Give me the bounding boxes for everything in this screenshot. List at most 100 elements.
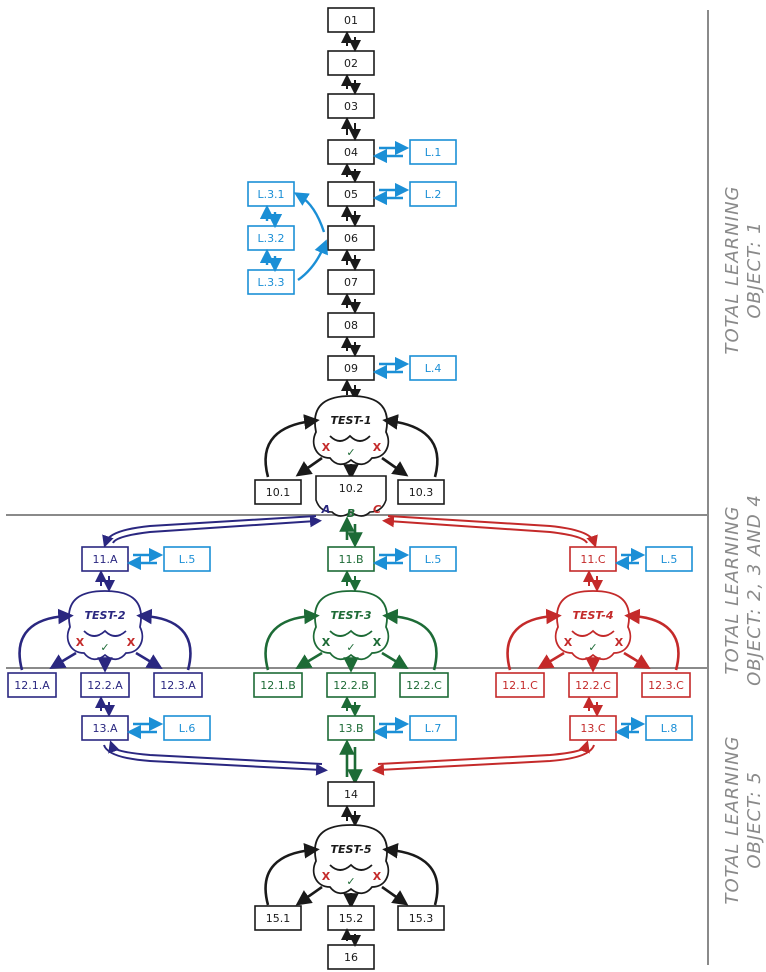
branch-b-label: B	[347, 507, 355, 520]
test-2-wrong-left: X	[76, 636, 85, 649]
test-2-label: TEST-2	[84, 609, 125, 622]
node-l5-a[interactable]	[163, 546, 211, 572]
node-12-1-b-label: 12.1.B	[260, 679, 296, 692]
section-label-3: TOTAL LEARNING OBJECT: 5	[722, 736, 765, 905]
node-16-label: 16	[344, 951, 358, 964]
svg-text:TOTAL LEARNING: TOTAL LEARNING	[722, 736, 743, 905]
node-l5-b[interactable]	[409, 546, 457, 572]
node-10-1-label: 10.1	[266, 486, 291, 499]
node-12-2-c-label: 12.2.C	[575, 679, 611, 692]
svg-text:OBJECT: 5: OBJECT: 5	[744, 771, 765, 868]
node-l7[interactable]	[409, 715, 457, 741]
node-l4[interactable]	[409, 355, 457, 381]
test-3-right: ✓	[346, 641, 355, 654]
svg-text:OBJECT: 1: OBJECT: 1	[744, 221, 765, 318]
node-l8-label: L.8	[661, 722, 678, 735]
merge-c-connector	[372, 740, 595, 776]
node-l8[interactable]	[645, 715, 693, 741]
section-label-1: TOTAL LEARNING OBJECT: 1	[722, 186, 765, 355]
branch-c-label: C	[373, 503, 381, 516]
node-l6[interactable]	[163, 715, 211, 741]
test-2-wrong-right: X	[127, 636, 136, 649]
branch-a-label: A	[321, 503, 331, 516]
test-5-wrong-right: X	[373, 870, 382, 883]
node-l2[interactable]	[409, 181, 457, 207]
node-13-c[interactable]	[569, 715, 617, 741]
node-15-1[interactable]	[254, 905, 302, 931]
node-15-3-label: 15.3	[409, 912, 434, 925]
node-12-2-a[interactable]	[80, 672, 130, 698]
node-15-2-label: 15.2	[339, 912, 364, 925]
test-4-wrong-right: X	[615, 636, 624, 649]
cyan-arrows-lower	[126, 716, 646, 740]
node-03[interactable]	[327, 93, 375, 119]
node-l5-b-label: L.5	[425, 553, 442, 566]
node-12-1-a-label: 12.1.A	[14, 679, 50, 692]
test-2-node[interactable]	[66, 590, 144, 661]
node-l5-a-label: L.5	[179, 553, 196, 566]
node-l32-label: L.3.2	[257, 232, 284, 245]
test-1-node[interactable]	[312, 395, 390, 466]
node-10-3[interactable]	[397, 479, 445, 505]
node-16[interactable]	[327, 944, 375, 970]
test-4-right: ✓	[588, 641, 597, 654]
node-11-b-label: 11.B	[338, 553, 363, 566]
node-12-3-a[interactable]	[153, 672, 203, 698]
node-l6-label: L.6	[179, 722, 196, 735]
node-12-1-c[interactable]	[495, 672, 545, 698]
node-12-1-a[interactable]	[7, 672, 57, 698]
node-09-label: 09	[344, 362, 358, 375]
node-12-2-a-label: 12.2.A	[87, 679, 123, 692]
node-l5-c-label: L.5	[661, 553, 678, 566]
node-12-3-c[interactable]	[641, 672, 691, 698]
node-01[interactable]	[327, 7, 375, 33]
node-l4-label: L.4	[425, 362, 442, 375]
branch-b-connector	[339, 516, 363, 548]
merge-a-connector	[103, 740, 328, 776]
node-l5-c[interactable]	[645, 546, 693, 572]
node-07[interactable]	[327, 269, 375, 295]
svg-text:OBJECT: 2, 3 AND 4: OBJECT: 2, 3 AND 4	[744, 494, 765, 686]
node-l31-label: L.3.1	[257, 188, 284, 201]
test-1-label: TEST-1	[330, 414, 371, 427]
node-l1[interactable]	[409, 139, 457, 165]
node-06-label: 06	[344, 232, 358, 245]
test-1-wrong-right: X	[373, 441, 382, 454]
node-10-2[interactable]	[315, 475, 387, 517]
test-4-label: TEST-4	[572, 609, 613, 622]
node-11-c-label: 11.C	[580, 553, 605, 566]
node-03-label: 03	[344, 100, 358, 113]
test-1-wrong-left: X	[322, 441, 331, 454]
node-l7-label: L.7	[425, 722, 442, 735]
test-5-label: TEST-5	[330, 843, 371, 856]
node-12-2-c-mid[interactable]	[399, 672, 449, 698]
spine-arrows	[341, 31, 361, 401]
node-02-label: 02	[344, 57, 358, 70]
node-05-label: 05	[344, 188, 358, 201]
test-5-node[interactable]	[312, 824, 390, 895]
node-15-3[interactable]	[397, 905, 445, 931]
arrows-14-test5	[341, 805, 361, 827]
node-13-b-label: 13.B	[338, 722, 363, 735]
cyan-arrows-upper	[259, 140, 410, 380]
test-4-wrong-left: X	[564, 636, 573, 649]
svg-text:TOTAL LEARNING: TOTAL LEARNING	[722, 506, 743, 675]
node-07-label: 07	[344, 276, 358, 289]
node-13-a-label: 13.A	[92, 722, 117, 735]
test-4-arrows	[506, 608, 680, 673]
test-3-wrong-left: X	[322, 636, 331, 649]
merge-b-connector	[339, 739, 363, 785]
node-12-2-c[interactable]	[568, 672, 618, 698]
node-10-3-label: 10.3	[409, 486, 434, 499]
node-12-2-c-mid-label: 12.2.C	[406, 679, 442, 692]
node-l1-label: L.1	[425, 146, 442, 159]
test-4-node[interactable]	[554, 590, 632, 661]
node-10-2-label: 10.2	[339, 482, 364, 495]
node-15-2[interactable]	[327, 905, 375, 931]
node-12-1-b[interactable]	[253, 672, 303, 698]
node-10-1[interactable]	[254, 479, 302, 505]
cyan-arrows-l5	[126, 547, 646, 571]
test-3-node[interactable]	[312, 590, 390, 661]
branch-c-connector	[382, 515, 598, 548]
